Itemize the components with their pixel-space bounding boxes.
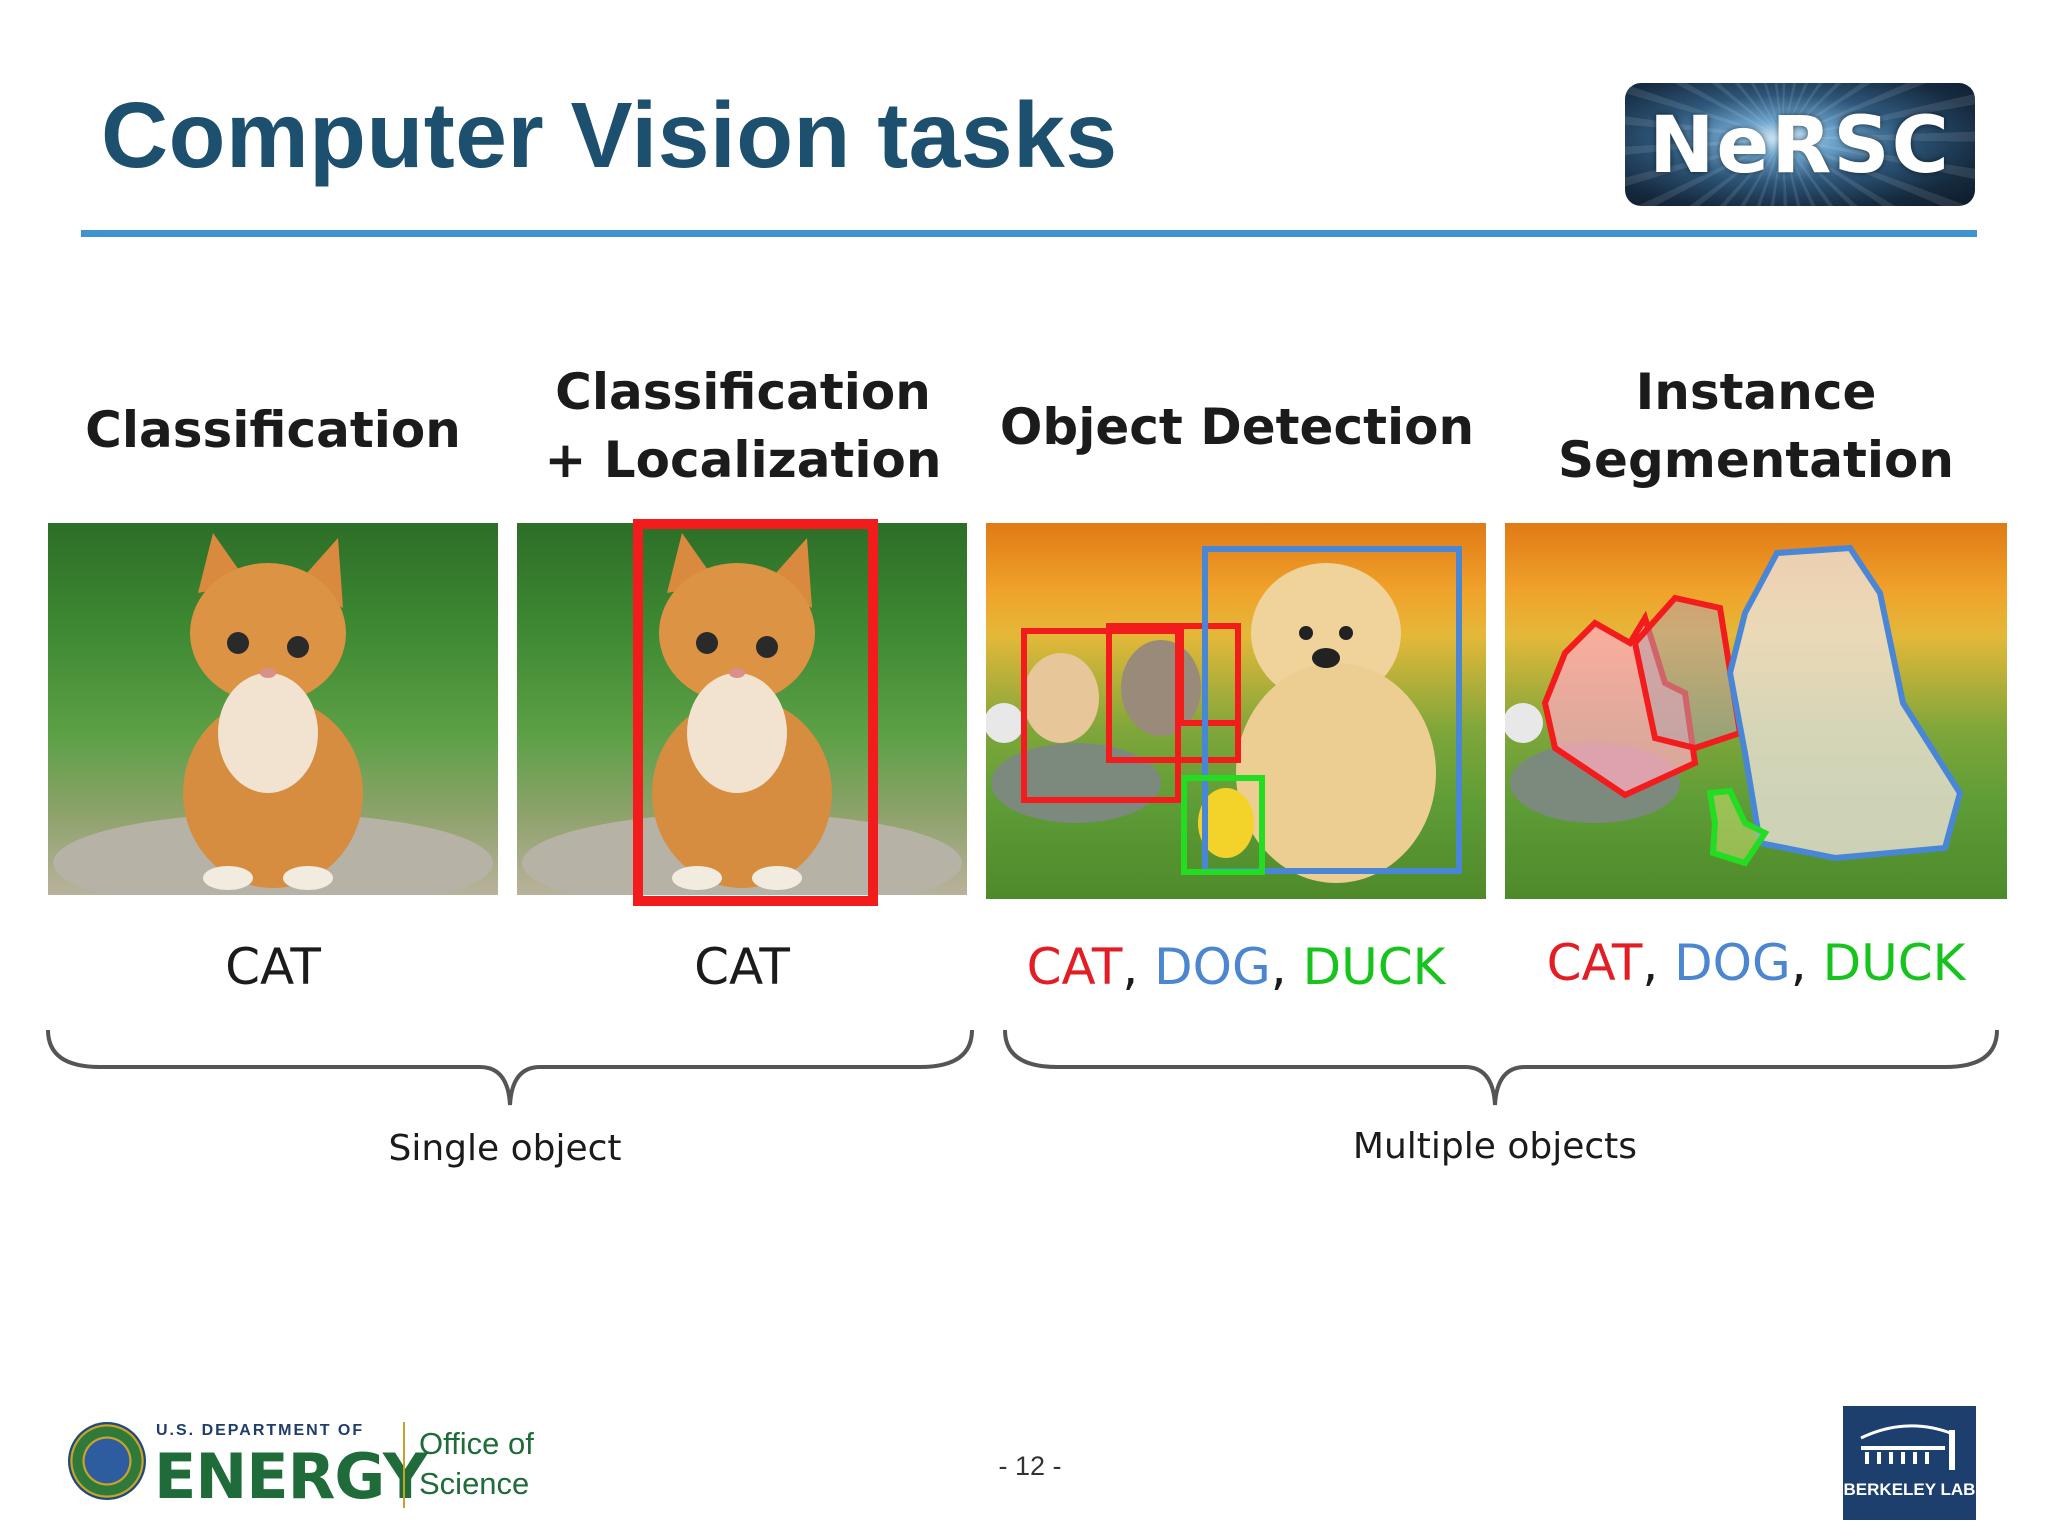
dog-bounding-box [1202, 546, 1462, 874]
group-label-single: Single object [388, 1128, 622, 1169]
page-number: - 12 - [998, 1451, 1062, 1481]
nersc-logo: NeRSC [1625, 83, 1975, 206]
group-label-multiple: Multiple objects [1352, 1126, 1638, 1167]
animals-image-segmentation [1505, 523, 2007, 899]
brace-multiple-objects [1003, 1029, 1999, 1106]
cat-bounding-box [633, 519, 878, 906]
label-duck: DUCK [1822, 934, 1966, 992]
doe-logo: U.S. DEPARTMENT OF ENERGY Office of Scie… [68, 1414, 554, 1514]
label-cat: CAT [1026, 938, 1123, 996]
kitten-image-localization [517, 523, 967, 895]
label-duck: DUCK [1302, 938, 1446, 996]
caption-detection: CAT, DOG, DUCK [1026, 938, 1446, 996]
nersc-logo-text: NeRSC [1649, 101, 1951, 191]
task-title-detection: Object Detection [999, 398, 1475, 456]
brace-single-object [46, 1029, 974, 1106]
task-title-classification: Classification [85, 401, 461, 459]
caption-localization: CAT [694, 938, 790, 996]
duck-bounding-box [1181, 775, 1265, 875]
slide-title: Computer Vision tasks [101, 83, 1118, 187]
berkeley-lab-logo: BERKELEY LAB [1843, 1406, 1976, 1520]
berkeley-building-icon [1860, 1424, 1955, 1470]
title-rule [81, 230, 1977, 237]
label-dog: DOG [1674, 934, 1791, 992]
caption-segmentation: CAT, DOG, DUCK [1546, 934, 1966, 992]
task-title-segmentation: Instance Segmentation [1558, 363, 1954, 489]
task-title-localization: Classification + Localization [544, 363, 942, 489]
cat-box-3 [1178, 623, 1241, 726]
label-dog: DOG [1154, 938, 1271, 996]
kitten-image-classification [48, 523, 498, 895]
caption-classification: CAT [225, 938, 321, 996]
doe-seal-icon [68, 1422, 146, 1500]
label-cat: CAT [1546, 934, 1643, 992]
